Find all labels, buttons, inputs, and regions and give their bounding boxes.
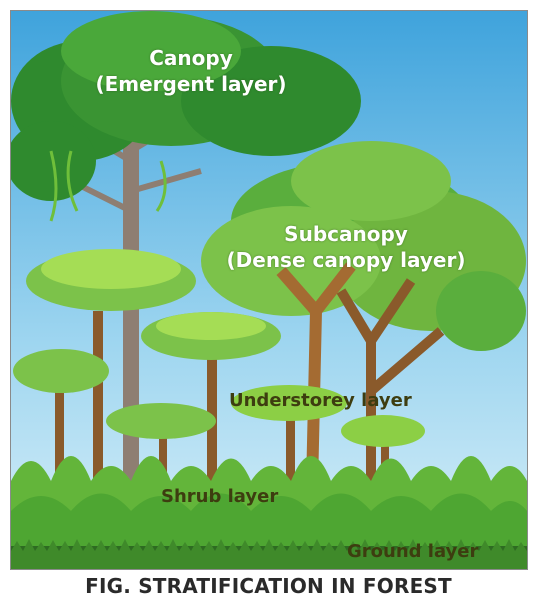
canopy-label-line2: (Emergent layer) — [71, 71, 311, 97]
canopy-label-line1: Canopy — [71, 45, 311, 71]
understorey-label: Understorey layer — [229, 390, 412, 412]
shrub-label: Shrub layer — [161, 486, 278, 508]
subcanopy-label-line1: Subcanopy — [191, 221, 501, 247]
subcanopy-label-line2: (Dense canopy layer) — [191, 247, 501, 273]
subcanopy-label: Subcanopy (Dense canopy layer) — [191, 221, 501, 273]
canopy-label: Canopy (Emergent layer) — [71, 45, 311, 97]
ground-label: Ground layer — [347, 541, 478, 563]
illustration-frame: Canopy (Emergent layer) Subcanopy (Dense… — [10, 10, 528, 570]
figure-caption: FIG. STRATIFICATION IN FOREST — [0, 574, 537, 598]
